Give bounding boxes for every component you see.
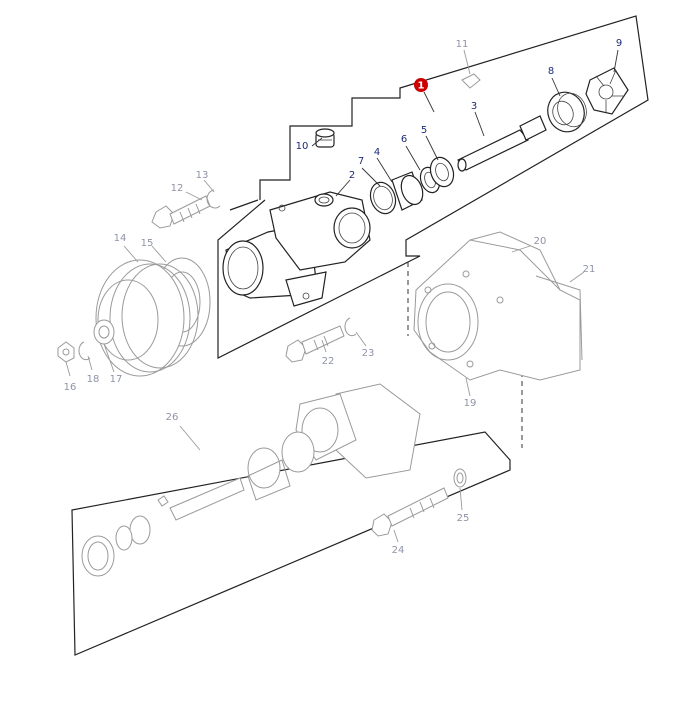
callout-19[interactable]: 19: [464, 398, 477, 409]
washer-18: [78, 341, 91, 361]
upper-assembly-outline: [217, 15, 649, 359]
washer-25: [453, 468, 467, 488]
washer-23: [344, 317, 357, 337]
nut-16: [57, 341, 75, 363]
callout-24[interactable]: 24: [392, 545, 405, 556]
callout-4[interactable]: 4: [374, 147, 380, 158]
callout-10[interactable]: 10: [296, 141, 309, 152]
washer-13: [206, 189, 221, 209]
callout-6[interactable]: 6: [401, 134, 407, 145]
lower-pump-outline: [71, 431, 511, 656]
highlight-marker[interactable]: 1: [414, 78, 428, 92]
callout-20[interactable]: 20: [534, 236, 547, 247]
plate-11: [461, 73, 481, 89]
callout-13[interactable]: 13: [196, 170, 209, 181]
callout-26[interactable]: 26: [166, 412, 179, 423]
leaders-current: [311, 49, 619, 197]
outline-step: [229, 199, 259, 211]
housing: [413, 231, 583, 381]
callout-labels: 2 3 4 5 6 7 8 9 10 11 12 13 14 15 16 17 …: [64, 38, 623, 556]
callout-5[interactable]: 5: [421, 125, 427, 136]
callout-21[interactable]: 21: [583, 264, 596, 275]
callout-25[interactable]: 25: [457, 513, 470, 524]
callout-7[interactable]: 7: [358, 156, 364, 167]
plug: [315, 128, 335, 148]
pump-body: [222, 191, 371, 307]
callout-2[interactable]: 2: [349, 170, 355, 181]
callout-17[interactable]: 17: [110, 374, 123, 385]
callout-23[interactable]: 23: [362, 348, 375, 359]
callout-16[interactable]: 16: [64, 382, 77, 393]
bearing-4: [391, 171, 424, 211]
callout-3[interactable]: 3: [471, 101, 477, 112]
pulley-hub: [547, 91, 587, 133]
callout-15[interactable]: 15: [141, 238, 154, 249]
bolt-24: [371, 487, 449, 537]
callout-11[interactable]: 11: [456, 39, 469, 50]
pump-kit: [81, 383, 421, 577]
highlight-marker-label: 1: [418, 81, 425, 92]
callout-8[interactable]: 8: [548, 66, 554, 77]
fan-pulley: [93, 257, 211, 377]
seal-ring-7: [369, 181, 397, 215]
callout-22[interactable]: 22: [322, 356, 335, 367]
callout-9[interactable]: 9: [616, 38, 622, 49]
shaft: [457, 115, 547, 172]
callout-12[interactable]: 12: [171, 183, 184, 194]
bolt-12: [151, 195, 211, 229]
leaders-other: [65, 49, 585, 543]
callout-18[interactable]: 18: [87, 374, 100, 385]
impeller: [585, 67, 629, 115]
callout-14[interactable]: 14: [114, 233, 127, 244]
bolt-22: [285, 325, 345, 363]
